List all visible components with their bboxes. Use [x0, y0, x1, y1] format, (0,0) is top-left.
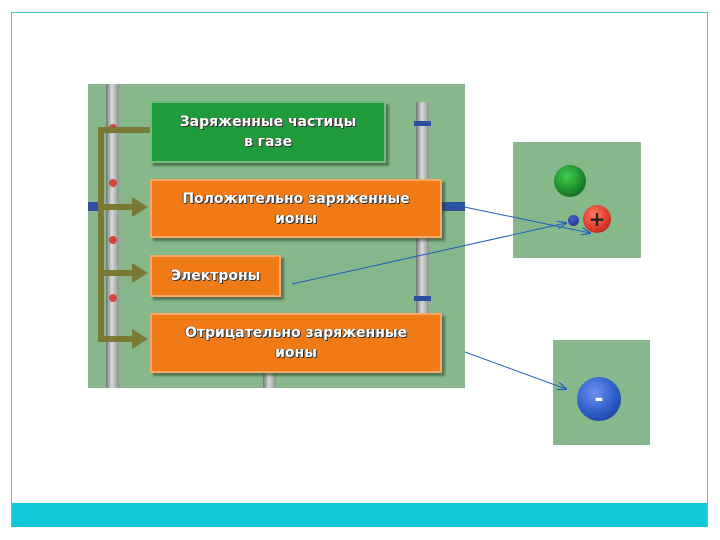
electrode-marker [414, 121, 431, 126]
bracket-arrow-1 [132, 197, 148, 217]
particle-dot [109, 294, 117, 302]
bracket-arrow-3 [132, 329, 148, 349]
gas-charged-particles-diagram: Заряженные частицы в газе Положительно з… [88, 84, 465, 388]
particle-dot [109, 179, 117, 187]
positive-ions-box: Положительно заряженные ионы [150, 179, 442, 238]
bottom-rod [263, 372, 276, 388]
electron-icon [568, 215, 579, 226]
bracket-top [98, 127, 152, 133]
field-band-left [88, 202, 98, 211]
electrode-marker [414, 296, 431, 301]
bracket-branch-2 [98, 270, 134, 276]
negative-ion-thumbnail: - [553, 340, 650, 445]
charged-particles-box: Заряженные частицы в газе [150, 101, 386, 163]
slide-footer-bar [12, 503, 707, 527]
bracket-branch-3 [98, 336, 134, 342]
neutral-atom-icon [554, 165, 586, 197]
plus-sign: + [588, 207, 606, 231]
bracket-vertical [98, 127, 104, 341]
negative-ion-icon: - [577, 377, 621, 421]
positive-ion-icon: + [583, 205, 611, 233]
bracket-branch-1 [98, 204, 134, 210]
minus-sign: - [594, 386, 604, 412]
positive-ion-thumbnail: + [513, 142, 641, 258]
field-band-right [440, 202, 465, 211]
negative-ions-box: Отрицательно заряженные ионы [150, 313, 442, 373]
electrons-box: Электроны [150, 255, 281, 297]
particle-dot [109, 236, 117, 244]
bracket-arrow-2 [132, 263, 148, 283]
